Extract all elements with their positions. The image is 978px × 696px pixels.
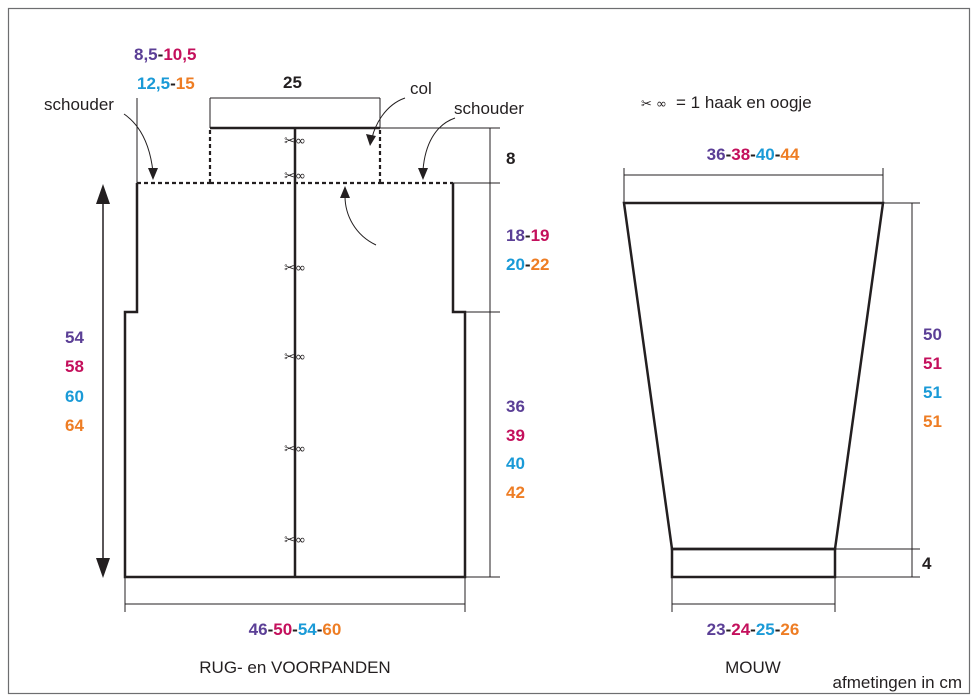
sleeve-piece-label: MOUW: [725, 658, 781, 677]
sleeve-top-4: 44: [780, 145, 799, 164]
body-piece: ✂∞ ✂∞ ✂∞ ✂∞ ✂∞ ✂∞: [44, 45, 550, 677]
side-2: 39: [506, 426, 525, 445]
shoulder-width-a: 8,5-10,5: [134, 45, 196, 64]
sleeve-bottom-dimension: [671, 577, 836, 612]
sleeve-length-3: 51: [923, 383, 942, 402]
hook-eye-icon: ✂∞: [284, 261, 306, 276]
length-3: 60: [65, 387, 84, 406]
shoulder-b-2: 15: [176, 74, 195, 93]
sleeve-length-2: 51: [923, 354, 942, 373]
sleeve-top-2: 38: [731, 145, 750, 164]
right-dimension-ticks: [380, 127, 500, 578]
sleeve-piece: ✂ ∞ = 1 haak en oogje 36-38-40-44 50 51 …: [622, 93, 942, 677]
sleeve-top-dimension: [623, 168, 884, 203]
side-4: 42: [506, 483, 525, 502]
armhole-3: 20: [506, 255, 525, 274]
hook-icons: ✂∞ ✂∞ ✂∞ ✂∞ ✂∞ ✂∞: [284, 134, 306, 548]
neck-depth-value: 8: [506, 149, 515, 168]
sleeve-bottom-1: 23: [707, 620, 726, 639]
armhole-1: 18: [506, 226, 525, 245]
armhole-4: 22: [531, 255, 550, 274]
length-1: 54: [65, 328, 84, 347]
width-3: 54: [298, 620, 317, 639]
schouder-left-label: schouder: [44, 95, 114, 114]
legend-text: = 1 haak en oogje: [676, 93, 812, 112]
neck-width-value: 25: [283, 73, 302, 92]
width-1: 46: [249, 620, 268, 639]
sleeve-bottom-2: 24: [731, 620, 750, 639]
hook-eye-icon: ✂∞: [284, 134, 306, 149]
legend-hook-icon: ✂ ∞: [641, 97, 667, 112]
hook-eye-icon: ✂∞: [284, 350, 306, 365]
sleeve-length-1: 50: [923, 325, 942, 344]
shoulder-width-b: 12,5-15: [137, 74, 195, 93]
sleeve-length-4: 51: [923, 412, 942, 431]
length-2: 58: [65, 357, 84, 376]
side-3: 40: [506, 454, 525, 473]
bottom-dimension: [124, 577, 466, 612]
sleeve-bottom-4: 26: [780, 620, 799, 639]
sleeve-top-values: 36-38-40-44: [707, 145, 800, 164]
cuff-value: 4: [922, 554, 932, 573]
hook-eye-icon: ✂∞: [284, 533, 306, 548]
width-2: 50: [273, 620, 292, 639]
body-piece-label: RUG- en VOORPANDEN: [199, 658, 390, 677]
sleeve-cuff: [670, 547, 837, 579]
side-1: 36: [506, 397, 525, 416]
hook-eye-icon: ✂∞: [284, 169, 306, 184]
shoulder-b-1: 12,5: [137, 74, 170, 93]
sleeve-right-dimension: [835, 202, 920, 578]
shoulder-a-1: 8,5: [134, 45, 158, 64]
hook-eye-icon: ✂∞: [284, 442, 306, 457]
length-arrow: [96, 184, 110, 578]
schouder-right-label: schouder: [454, 99, 524, 118]
armhole-values-a: 18-19: [506, 226, 550, 245]
width-4: 60: [322, 620, 341, 639]
footer-units-label: afmetingen in cm: [833, 673, 962, 692]
armhole-2: 19: [531, 226, 550, 245]
sleeve-bottom-3: 25: [756, 620, 775, 639]
length-4: 64: [65, 416, 84, 435]
body-width-values: 46-50-54-60: [249, 620, 342, 639]
neck-width-dimension: [209, 97, 381, 128]
pointer-arrows: [123, 97, 456, 246]
sleeve-outline: [622, 201, 885, 551]
col-label: col: [410, 79, 432, 98]
sleeve-bottom-values: 23-24-25-26: [707, 620, 800, 639]
shoulder-a-2: 10,5: [163, 45, 196, 64]
armhole-values-b: 20-22: [506, 255, 550, 274]
sleeve-top-1: 36: [707, 145, 726, 164]
sleeve-top-3: 40: [756, 145, 775, 164]
